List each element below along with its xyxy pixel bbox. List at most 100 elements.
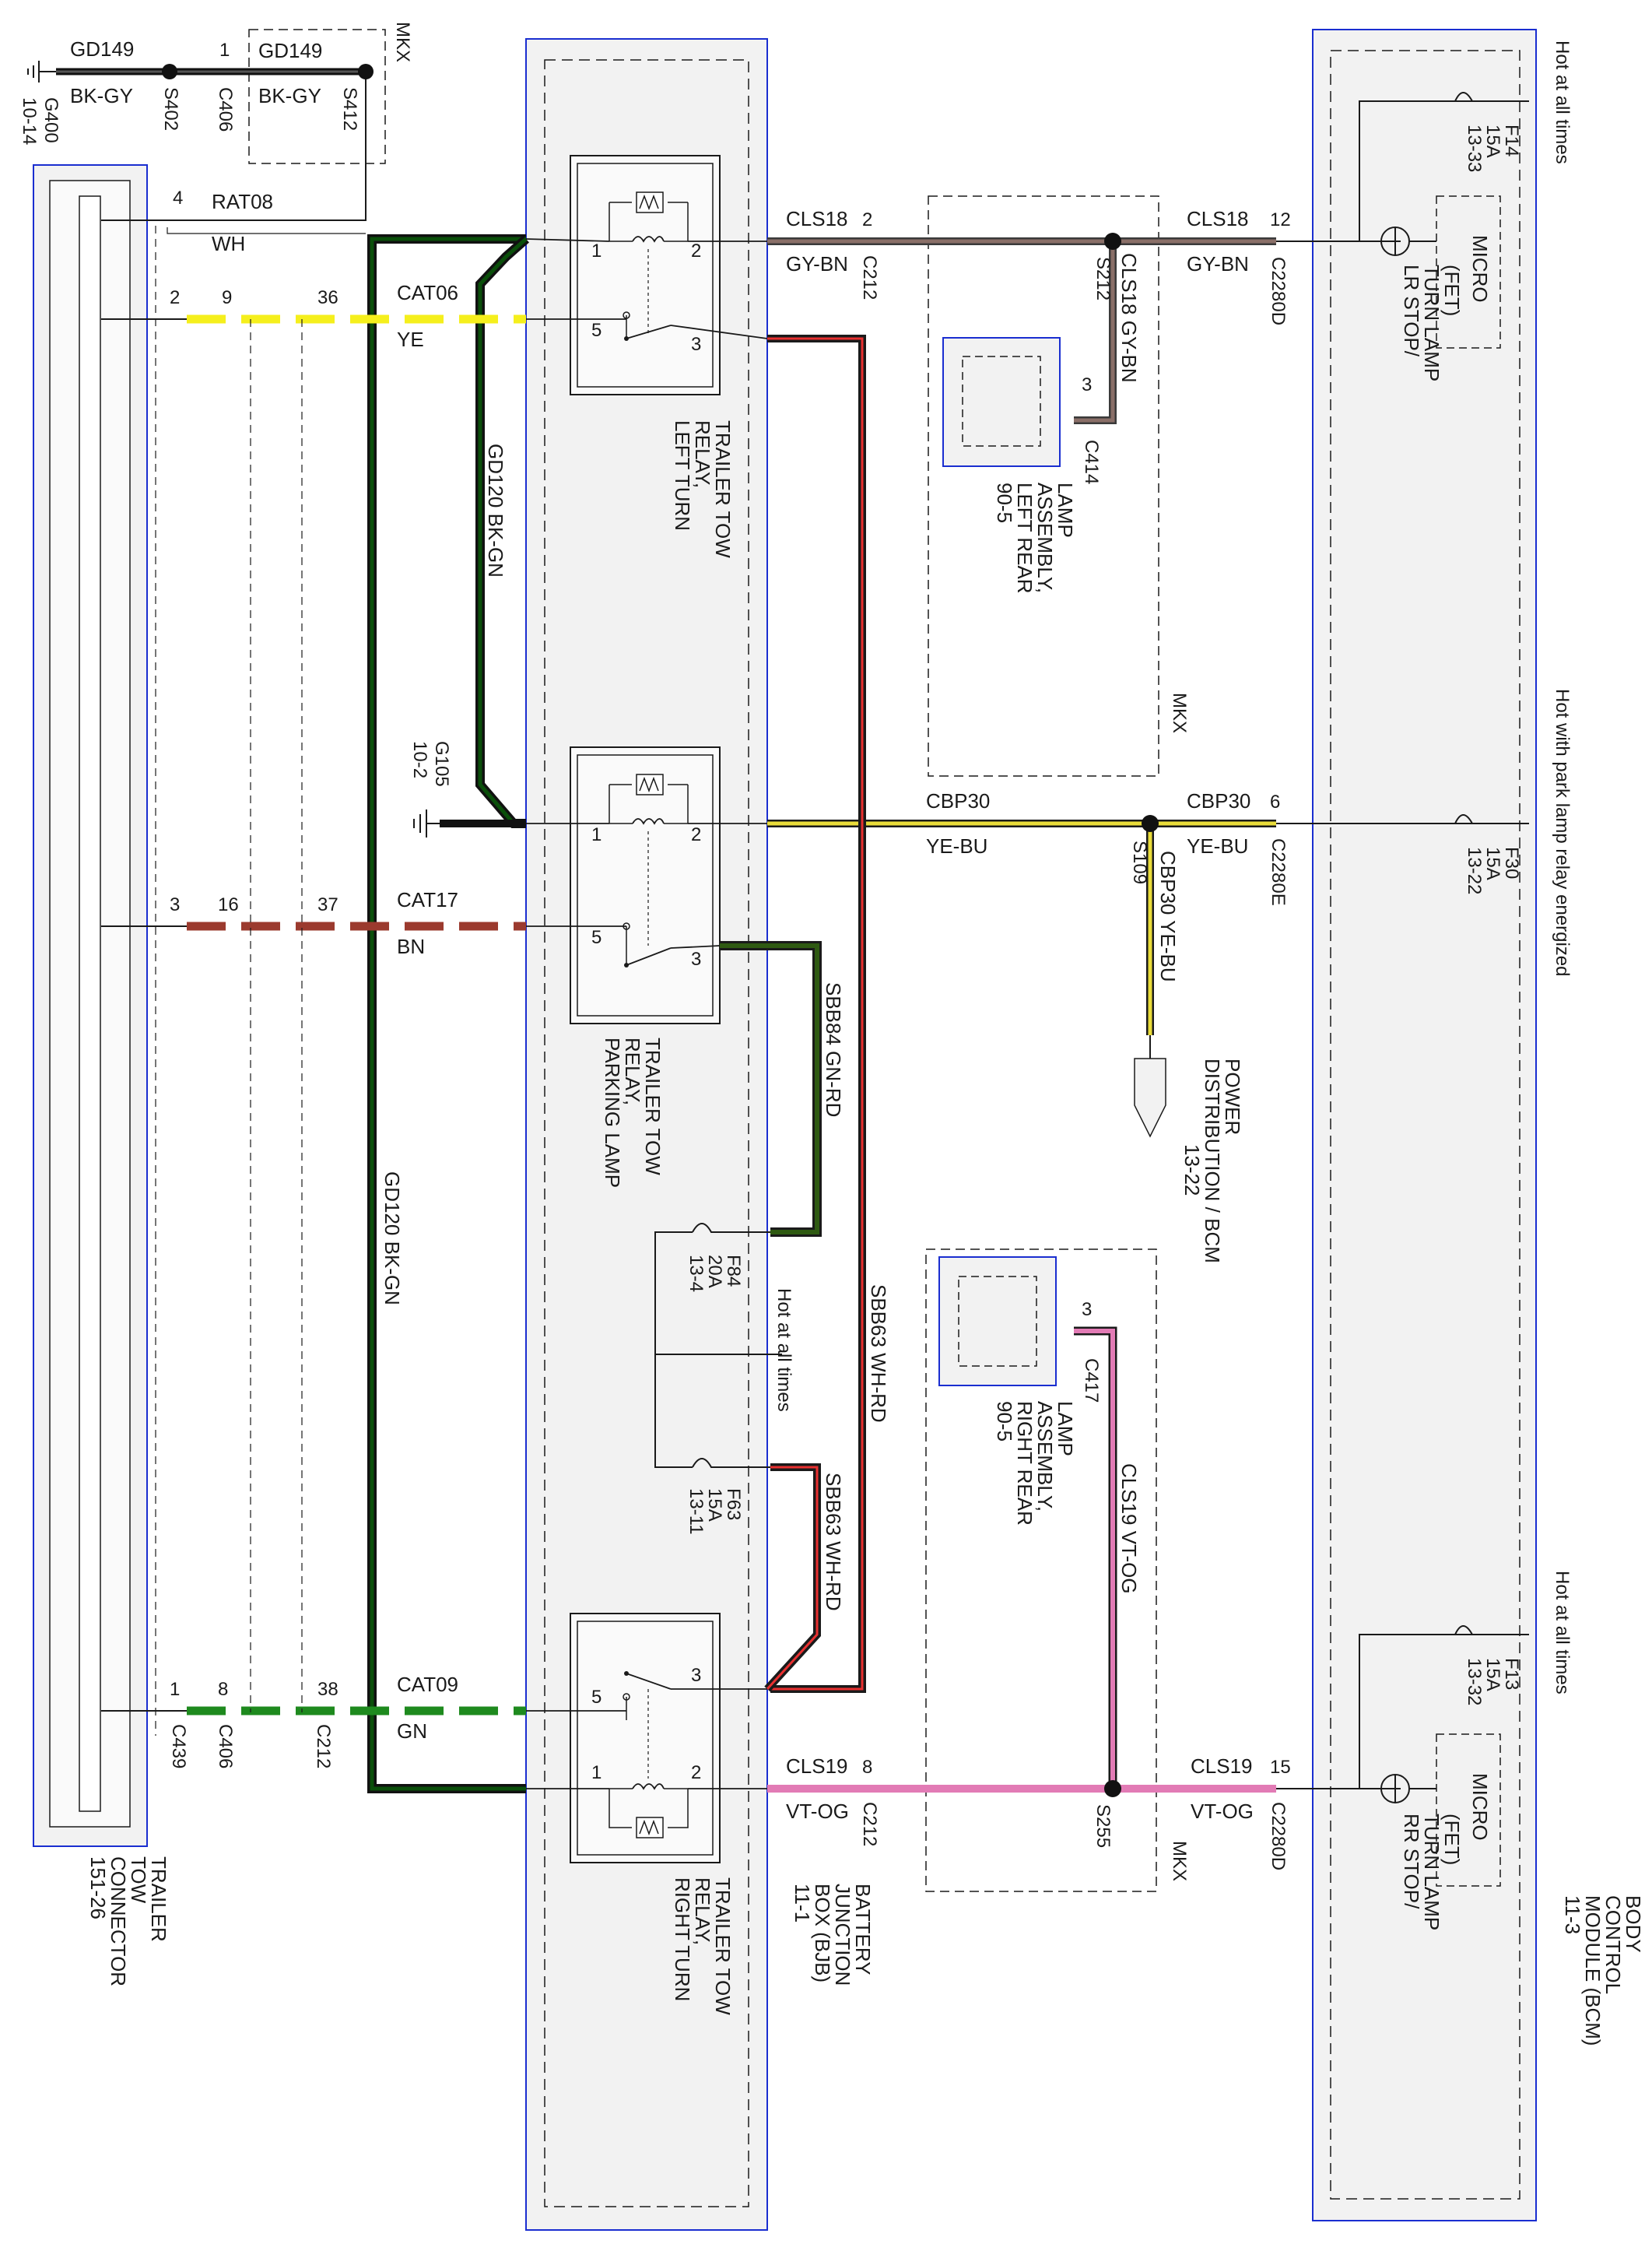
cls19-label-a: CLS19 (786, 1754, 848, 1778)
svg-text:BODY: BODY (1622, 1895, 1645, 1953)
relay-rt-pin1: 1 (591, 1762, 602, 1783)
svg-text:LAMP: LAMP (1054, 483, 1077, 538)
pin-2-connector: 2 (170, 287, 180, 308)
lamp-assembly-left-rear (942, 337, 1061, 467)
splice-s109-icon (1142, 815, 1159, 832)
splice-s412-label: S412 (339, 87, 360, 131)
svg-text:13-33: 13-33 (1464, 125, 1485, 172)
svg-text:RIGHT TURN: RIGHT TURN (671, 1877, 694, 2001)
svg-text:CONNECTOR: CONNECTOR (107, 1856, 130, 1986)
svg-text:20A: 20A (704, 1255, 725, 1288)
svg-text:JUNCTION: JUNCTION (831, 1884, 854, 1986)
relay-lt-pin3: 3 (691, 334, 701, 355)
svg-text:15A: 15A (1482, 847, 1503, 880)
c212-label-cls19: C212 (859, 1802, 880, 1846)
cat06-label: CAT06 (397, 281, 458, 304)
c212-label-left: C212 (313, 1724, 334, 1768)
lr-stop-turn-lamp: LR STOP/ TURN LAMP (FET) (1400, 265, 1464, 381)
svg-text:RIGHT REAR: RIGHT REAR (1013, 1401, 1036, 1526)
cbp30-color-b: YE-BU (1187, 834, 1248, 858)
fuse-f13-label: F13 15A 13-32 (1464, 1658, 1522, 1705)
pin-8-c406: 8 (218, 1679, 228, 1700)
hot-at-all-times-bottom: Hot at all times (1552, 1571, 1573, 1694)
wire-cbp30 (767, 820, 1471, 1138)
wire-sbb84 (720, 941, 822, 1237)
svg-text:15A: 15A (704, 1488, 725, 1522)
c414-label: C414 (1081, 440, 1102, 484)
lamp-left-rear-name: LAMP ASSEMBLY, LEFT REAR 90-5 (993, 483, 1077, 594)
svg-text:13-22: 13-22 (1464, 847, 1485, 894)
gd149-color-b: BK-GY (258, 84, 321, 107)
svg-text:BATTERY: BATTERY (851, 1884, 875, 1975)
svg-text:DISTRIBUTION / BCM: DISTRIBUTION / BCM (1201, 1059, 1224, 1263)
pin-3-c414: 3 (1082, 374, 1092, 395)
rat08-label: RAT08 (212, 190, 273, 213)
cls19-color-a: VT-OG (786, 1800, 849, 1823)
pin-3-c417: 3 (1082, 1299, 1092, 1320)
pin-4-connector: 4 (173, 188, 183, 209)
svg-text:RELAY,: RELAY, (691, 420, 714, 488)
svg-text:TOW: TOW (127, 1856, 150, 1904)
mkx-label-right-rear: MKX (1169, 1841, 1190, 1881)
fuse-f84-icon (692, 1223, 770, 1233)
lamp-assembly-right-rear (938, 1256, 1057, 1386)
mkx-region-right-rear (925, 1248, 1157, 1892)
svg-text:BOX (BJB): BOX (BJB) (811, 1884, 834, 1982)
pin-1-c406-top: 1 (219, 40, 230, 61)
fuse-f84-label: F84 20A 13-4 (686, 1255, 744, 1292)
relay-lt-pin5: 5 (591, 320, 602, 341)
relay-rt-pin3: 3 (691, 1665, 701, 1686)
ground-g400-name: G400 (40, 97, 61, 143)
pin-16-c406: 16 (218, 894, 239, 915)
pin-8-c212: 8 (862, 1757, 872, 1778)
micro-box-bottom (1436, 1733, 1501, 1887)
hot-at-all-times-top: Hot at all times (1552, 40, 1573, 164)
cat09-label: CAT09 (397, 1673, 458, 1696)
svg-text:ASSEMBLY,: ASSEMBLY, (1033, 1401, 1057, 1512)
svg-text:13-32: 13-32 (1464, 1658, 1485, 1705)
svg-text:RELAY,: RELAY, (691, 1877, 714, 1945)
c2280d-label-top: C2280D (1268, 257, 1289, 325)
svg-text:TURN LAMP: TURN LAMP (1420, 1814, 1443, 1930)
relay-left-turn-name: TRAILER TOW RELAY, LEFT TURN (671, 420, 735, 558)
micro-label-top: MICRO (1468, 235, 1492, 303)
mkx-region-left-rear (928, 195, 1159, 777)
relay-right-turn-name: TRAILER TOW RELAY, RIGHT TURN (671, 1877, 735, 2015)
sbb63-label-a: SBB63 WH-RD (867, 1284, 890, 1423)
rat08-color: WH (212, 232, 245, 255)
ground-g105-ref: 10-2 (409, 741, 430, 778)
svg-text:15A: 15A (1482, 125, 1503, 158)
svg-text:LR STOP/: LR STOP/ (1400, 265, 1423, 357)
svg-text:RELAY,: RELAY, (621, 1038, 644, 1105)
splice-s402-icon (162, 64, 177, 79)
gd149-color-a: BK-GY (70, 84, 133, 107)
c212-label-cls18: C212 (859, 255, 880, 300)
svg-text:11-1: 11-1 (791, 1884, 814, 1923)
relay-pk-pin2: 2 (691, 824, 701, 845)
splice-s402-label: S402 (160, 87, 181, 131)
micro-label-bottom: MICRO (1468, 1773, 1492, 1841)
relay-pk-pin3: 3 (691, 949, 701, 970)
pin-2-c212: 2 (862, 209, 872, 230)
c439-label: C439 (168, 1724, 189, 1768)
fuse-f13-icon (1454, 1625, 1473, 1635)
hot-at-all-times-bjb: Hot at all times (773, 1288, 794, 1412)
pin-9-c406: 9 (222, 287, 232, 308)
svg-text:F14: F14 (1501, 125, 1522, 156)
pin-12-c2280d: 12 (1270, 209, 1291, 230)
svg-text:LAMP: LAMP (1054, 1401, 1077, 1456)
relay-parking-lamp (570, 746, 721, 1024)
cls19-color-b: VT-OG (1191, 1800, 1254, 1823)
cbp30-color-a: YE-BU (926, 834, 987, 858)
cls18-vertical-label: CLS18 GY-BN (1117, 253, 1141, 383)
c406-label-bottom: C406 (215, 1724, 236, 1768)
svg-text:90-5: 90-5 (993, 1401, 1016, 1442)
pin-37-c212: 37 (317, 894, 338, 915)
svg-text:13-4: 13-4 (686, 1255, 707, 1292)
body-control-module (1312, 29, 1537, 2221)
gd149-label-b: GD149 (258, 39, 322, 62)
svg-text:F30: F30 (1501, 847, 1522, 879)
svg-text:(FET): (FET) (1440, 1814, 1464, 1865)
svg-text:90-5: 90-5 (993, 483, 1016, 523)
